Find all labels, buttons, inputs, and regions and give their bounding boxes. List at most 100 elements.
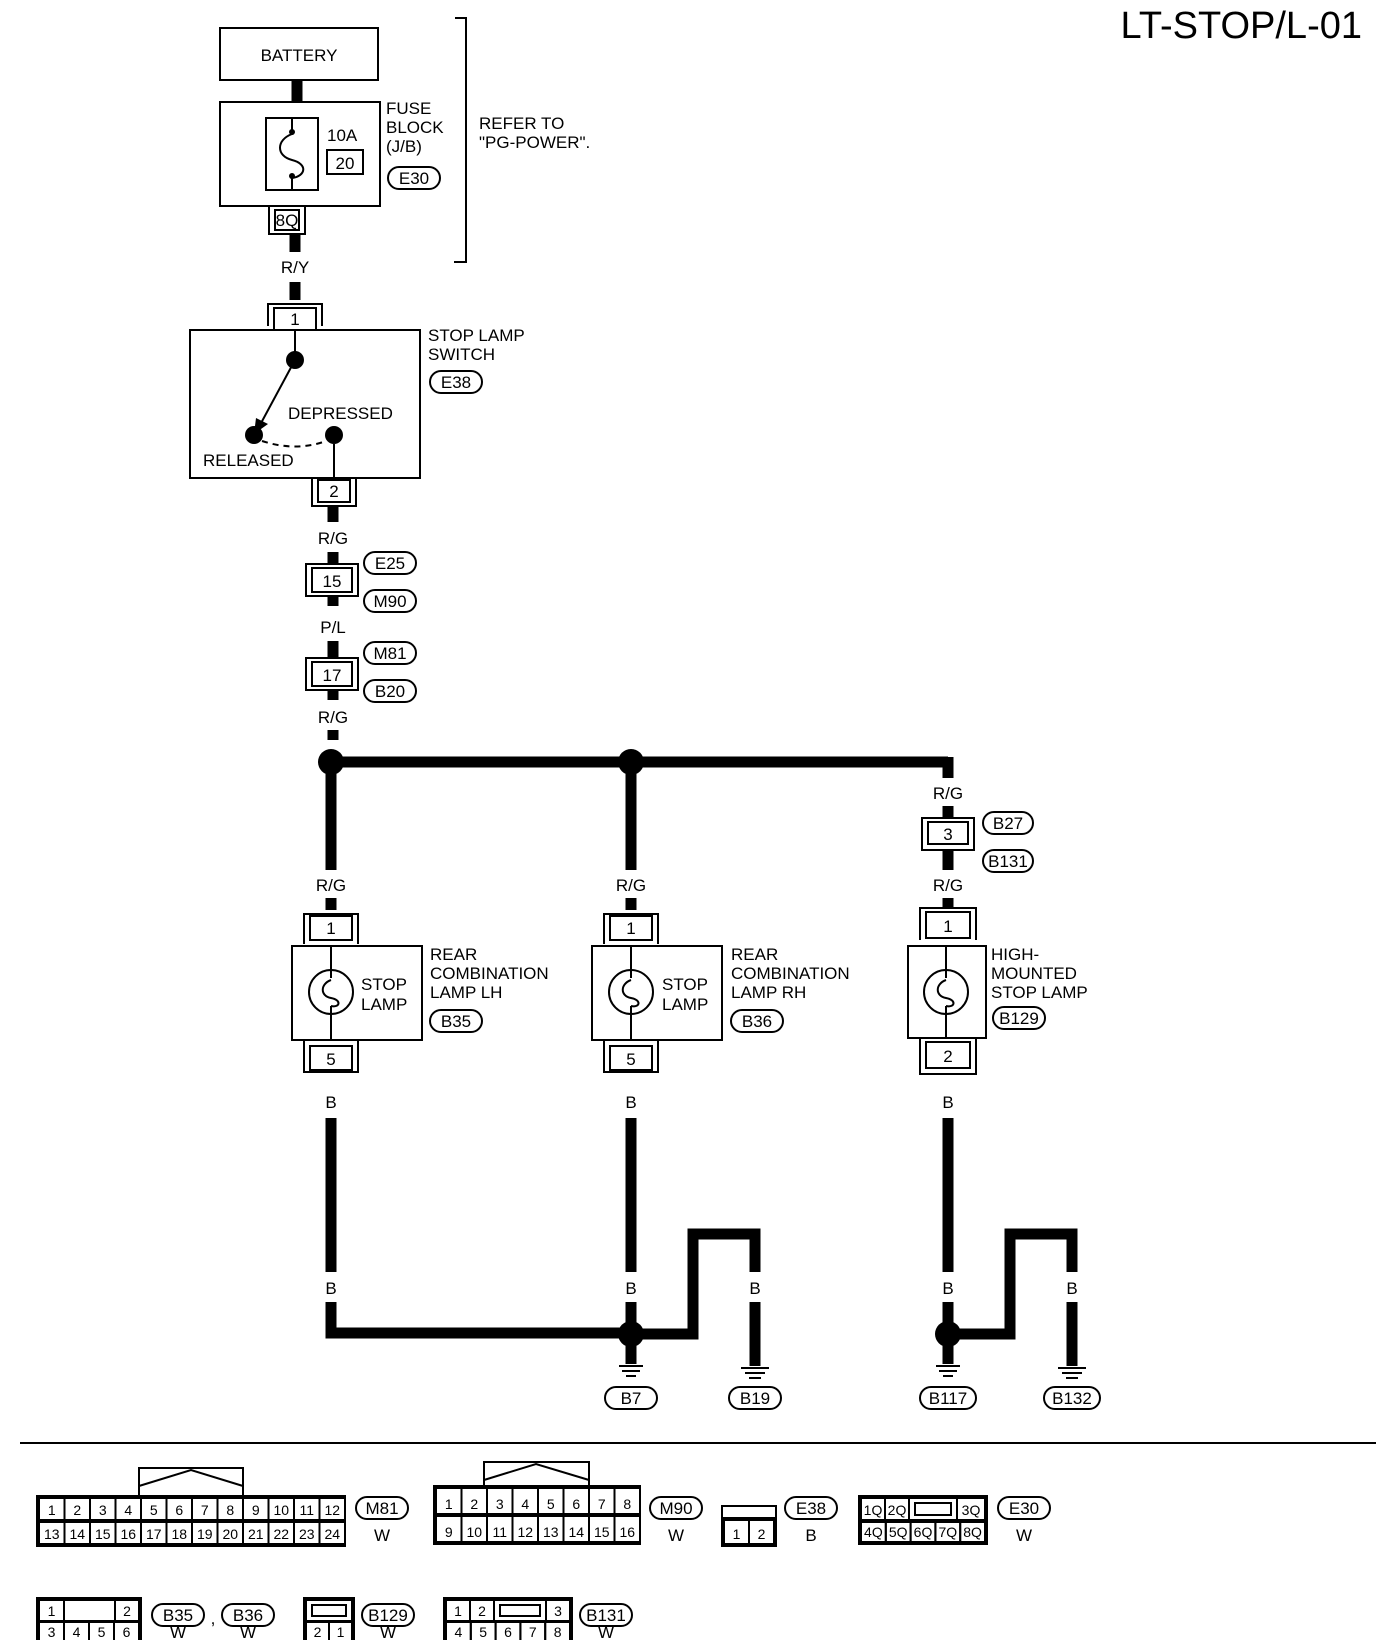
connector-pin-label: 7 <box>598 1496 606 1512</box>
ground-b-b19: B <box>749 1279 760 1298</box>
ground-b-rh: B <box>625 1093 636 1112</box>
connector-pin-label: 3 <box>554 1603 562 1619</box>
connector-pin-cell <box>613 1487 641 1515</box>
junction-e25: E25 <box>375 554 405 573</box>
junction-3-pin: 3 <box>943 825 952 844</box>
switch-connector: E38 <box>441 373 471 392</box>
connector-pin-label: 13 <box>44 1526 60 1542</box>
connector-pin-label: 4 <box>455 1624 463 1640</box>
fuse-block-connector: E30 <box>399 169 429 188</box>
refer-note: REFER TO "PG-POWER". <box>479 114 590 152</box>
lamp-lh-inner: STOP LAMP <box>361 975 411 1014</box>
connector-pin-label: 1 <box>445 1496 453 1512</box>
connector-pin-label: 1 <box>454 1603 462 1619</box>
connector-pin-label: 8 <box>554 1624 562 1640</box>
connector-pin-label: 9 <box>445 1524 453 1540</box>
wire-color-rg-hms: R/G <box>933 784 963 803</box>
connector-pin-cell <box>63 1599 116 1622</box>
lamp-rh-label: REAR COMBINATION LAMP RH <box>731 945 854 1002</box>
connector-pin-label: 18 <box>171 1526 187 1542</box>
connector-pin-label: 1 <box>337 1624 345 1640</box>
connector-pin-label: 9 <box>252 1502 260 1518</box>
connector-pin-cell <box>318 1497 346 1521</box>
connector-pin-label: 1Q <box>864 1502 883 1518</box>
lamp-rh: 1 STOP LAMP 5 REAR COMBINATION LAMP RH B… <box>591 913 854 1073</box>
connector-pin-cell <box>493 1599 547 1622</box>
lamp-lh-label: REAR COMBINATION LAMP LH <box>430 945 553 1002</box>
b131-id: B131 <box>586 1606 626 1625</box>
connector-pin-label: 22 <box>273 1526 289 1542</box>
connector-pin-label: 3 <box>99 1502 107 1518</box>
b36-id: B36 <box>233 1606 263 1625</box>
connector-pin-label: 3 <box>496 1496 504 1512</box>
e38-color: B <box>805 1526 816 1545</box>
connector-pin-label: 3 <box>48 1624 56 1640</box>
ground-b-b132: B <box>1066 1279 1077 1298</box>
connector-pin-label: 2Q <box>888 1502 907 1518</box>
connector-pin-label: 13 <box>543 1524 559 1540</box>
connector-pin-cell <box>613 1515 641 1543</box>
e38-id: E38 <box>796 1499 826 1518</box>
connector-pin-label: 2 <box>123 1603 131 1619</box>
junction-b20: B20 <box>375 682 405 701</box>
connector-pin-label: 12 <box>324 1502 340 1518</box>
connector-pin-label: 6 <box>504 1624 512 1640</box>
wire-color-rg-2: R/G <box>318 708 348 727</box>
lamp-hm-pin-out: 2 <box>943 1047 952 1066</box>
connector-pin-label: 14 <box>568 1524 584 1540</box>
connector-pin-label: 8 <box>623 1496 631 1512</box>
battery-box <box>219 27 379 81</box>
connector-pin-cell <box>328 1621 353 1640</box>
lamp-rh-inner: STOP LAMP <box>662 975 712 1014</box>
fuse-number: 20 <box>336 154 355 173</box>
connector-pin-label: 17 <box>146 1526 162 1542</box>
connector-pin-cell <box>544 1621 572 1640</box>
connector-pin-label: 15 <box>95 1526 111 1542</box>
m81-color: W <box>374 1526 390 1545</box>
switch-pin-1: 1 <box>290 310 299 329</box>
connector-pin-label: 2 <box>314 1624 322 1640</box>
connector-key-slot <box>499 1604 541 1617</box>
connector-pin-label: 4Q <box>864 1524 883 1540</box>
connector-pin-label: 10 <box>273 1502 289 1518</box>
connector-pin-label: 6 <box>123 1624 131 1640</box>
connector-pin-cell <box>318 1521 346 1545</box>
fuse-amps: 10A <box>327 126 358 145</box>
connector-pin-label: 1 <box>733 1526 741 1542</box>
connector-pin-label: 2 <box>73 1502 81 1518</box>
wire-color-rg-lh: R/G <box>316 876 346 895</box>
connector-pin-label: 11 <box>492 1524 507 1540</box>
connector-pin-cell <box>959 1521 987 1543</box>
connector-pin-label: 5 <box>547 1496 555 1512</box>
connector-pin-label: 4 <box>521 1496 529 1512</box>
connector-pin-cell <box>113 1621 140 1640</box>
connector-pin-label: 7 <box>201 1502 209 1518</box>
ground-symbols <box>619 1365 1086 1379</box>
lamp-lh: 1 STOP LAMP 5 REAR COMBINATION LAMP LH B… <box>291 913 553 1073</box>
ground-b-hm-2: B <box>942 1279 953 1298</box>
connector-pin-cell <box>908 1497 958 1521</box>
e30-id: E30 <box>1009 1499 1039 1518</box>
connector-pin-label: 20 <box>222 1526 238 1542</box>
lamp-hm-label: HIGH- MOUNTED STOP LAMP <box>991 945 1088 1002</box>
connector-pin-label: 5 <box>98 1624 106 1640</box>
switch-pin-2: 2 <box>329 482 338 501</box>
connector-pin-label: 16 <box>619 1524 635 1540</box>
ground-b-hm: B <box>942 1093 953 1112</box>
ground-b-lh: B <box>325 1093 336 1112</box>
b35-id: B35 <box>163 1606 193 1625</box>
junction-m81: M81 <box>373 644 406 663</box>
wire-color-rg-1: R/G <box>318 529 348 548</box>
ground-b7: B7 <box>621 1389 642 1408</box>
connector-pin-label: 23 <box>299 1526 315 1542</box>
e30-color: W <box>1016 1526 1032 1545</box>
connector-pin-label: 6Q <box>914 1524 933 1540</box>
wire-color-rg-hms-2: R/G <box>933 876 963 895</box>
b36-color: W <box>240 1623 256 1640</box>
connector-pin-label: 21 <box>248 1526 264 1542</box>
fuse-block-label: FUSE BLOCK (J/B) <box>386 99 448 156</box>
connector-pin-label: 1 <box>48 1502 56 1518</box>
